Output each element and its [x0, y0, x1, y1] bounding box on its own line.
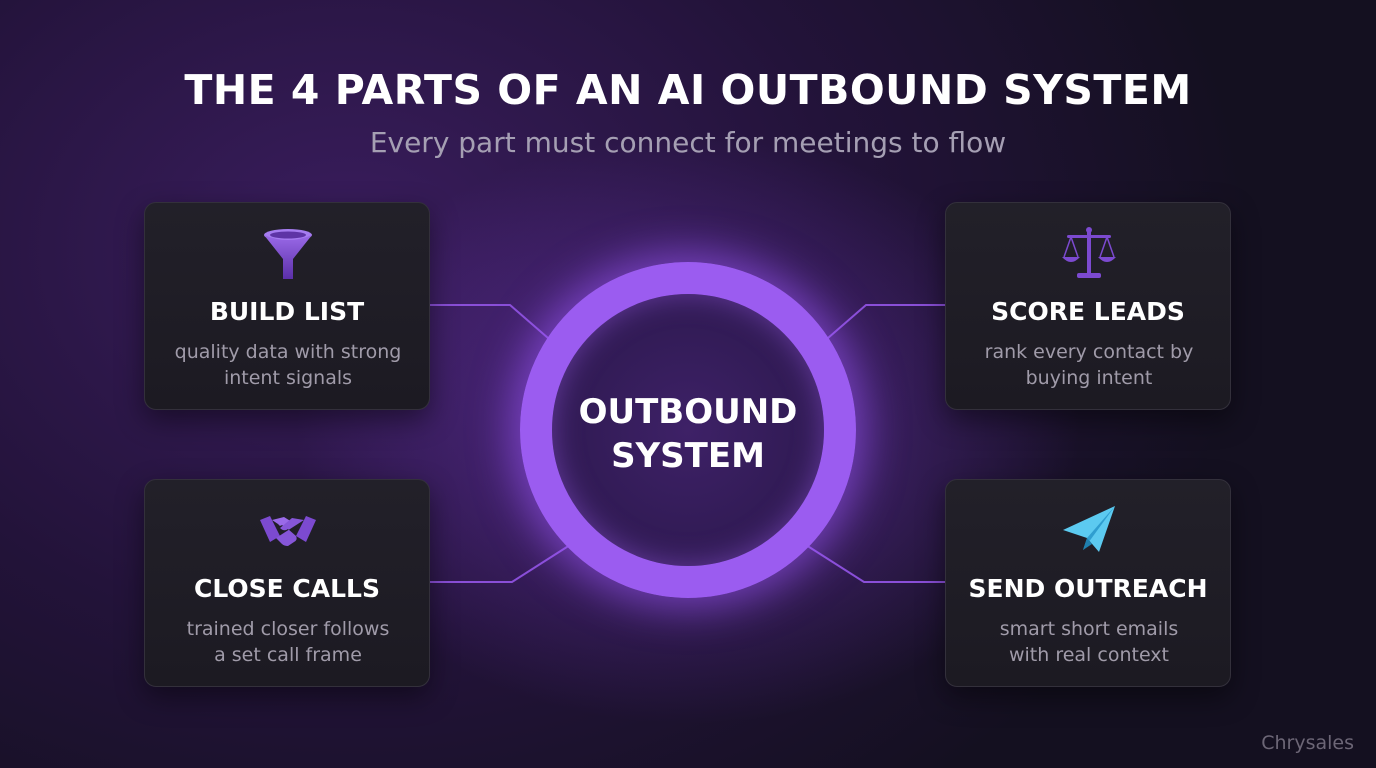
connector-build-list — [430, 304, 549, 339]
card-title: SEND OUTREACH — [968, 574, 1208, 603]
connector-close-calls — [430, 544, 571, 583]
card-description: trained closer follows a set call frame — [186, 618, 390, 666]
page-subtitle: Every part must connect for meetings to … — [369, 126, 1007, 159]
card-score-leads: SCORE LEADS rank every contact by buying… — [945, 202, 1231, 410]
hub-label: OUTBOUND SYSTEM — [520, 390, 856, 478]
card-title: CLOSE CALLS — [194, 574, 380, 603]
card-description: rank every contact by buying intent — [984, 341, 1194, 389]
connector-send-outreach — [805, 544, 946, 583]
handshake-icon — [260, 516, 316, 546]
page-title: THE 4 PARTS OF AN AI OUTBOUND SYSTEM — [184, 66, 1192, 114]
card-send-outreach: SEND OUTREACH smart short emails with re… — [945, 479, 1231, 687]
card-title: SCORE LEADS — [991, 297, 1185, 326]
card-description: smart short emails with real context — [999, 618, 1179, 666]
card-title: BUILD LIST — [209, 297, 365, 326]
card-close-calls: CLOSE CALLS trained closer follows a set… — [144, 479, 430, 687]
scales-icon — [1062, 227, 1116, 278]
funnel-icon — [264, 229, 312, 279]
hub-label-line2: SYSTEM — [611, 436, 765, 476]
brand-watermark: Chrysales — [1261, 732, 1354, 754]
paper-plane-icon — [1063, 506, 1115, 552]
card-build-list: BUILD LIST quality data with strong inte… — [144, 202, 430, 410]
card-description: quality data with strong intent signals — [174, 341, 402, 389]
hub-label-line1: OUTBOUND — [578, 392, 798, 432]
connector-score-leads — [827, 304, 946, 339]
